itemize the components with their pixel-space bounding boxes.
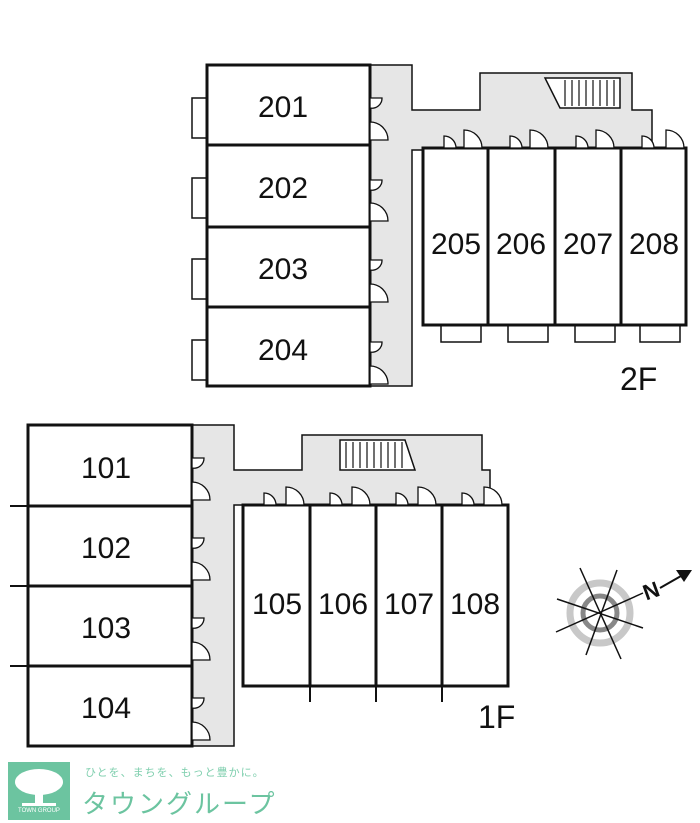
unit-207[interactable] (553, 146, 623, 327)
unit-105[interactable] (241, 503, 312, 688)
doors-2f-north (443, 129, 685, 149)
unit-label: 206 (496, 228, 546, 261)
unit-label: 103 (81, 612, 131, 645)
floor-label-1f: 1F (478, 699, 515, 735)
unit-label: 108 (450, 588, 500, 621)
compass-icon: N (555, 567, 692, 660)
unit-label: 204 (258, 334, 308, 367)
floor-1: 101 102 103 104 105 106 107 108 1F (10, 423, 515, 748)
unit-101[interactable] (26, 423, 194, 508)
unit-104[interactable] (26, 664, 194, 748)
north-label: N (639, 576, 662, 605)
unit-label: 107 (384, 588, 434, 621)
town-group-logo (8, 762, 70, 820)
unit-label: 104 (81, 692, 131, 725)
unit-label: 101 (81, 452, 131, 485)
unit-label: 203 (258, 253, 308, 286)
doors-1f-north (263, 486, 503, 506)
corridor-1f (191, 424, 491, 747)
unit-label: 106 (318, 588, 368, 621)
floor-label-2f: 2F (620, 361, 657, 397)
unit-label: 102 (81, 532, 131, 565)
unit-label: 201 (258, 91, 308, 124)
unit-label: 205 (431, 228, 481, 261)
logo-tagline: ひとを、まちを、もっと豊かに。 (85, 767, 265, 779)
floor-2: 201 202 203 204 205 206 207 208 2F (191, 63, 688, 397)
unit-label: 105 (252, 588, 302, 621)
unit-label: 208 (629, 228, 679, 261)
unit-108[interactable] (440, 503, 510, 688)
tree-icon (15, 769, 63, 806)
unit-107[interactable] (374, 503, 444, 688)
stairs-2f (543, 77, 621, 109)
doors-1f-west (191, 457, 211, 741)
logo-name: タウングループ (82, 789, 277, 819)
unit-106[interactable] (308, 503, 378, 688)
unit-label: 202 (258, 172, 308, 205)
doors-2f-west (369, 97, 389, 385)
logo-brand-small: TOWN GROUP (18, 808, 60, 814)
stairs-1f (339, 439, 417, 471)
unit-103[interactable] (26, 584, 194, 668)
unit-208[interactable] (619, 146, 688, 327)
unit-label: 207 (563, 228, 613, 261)
